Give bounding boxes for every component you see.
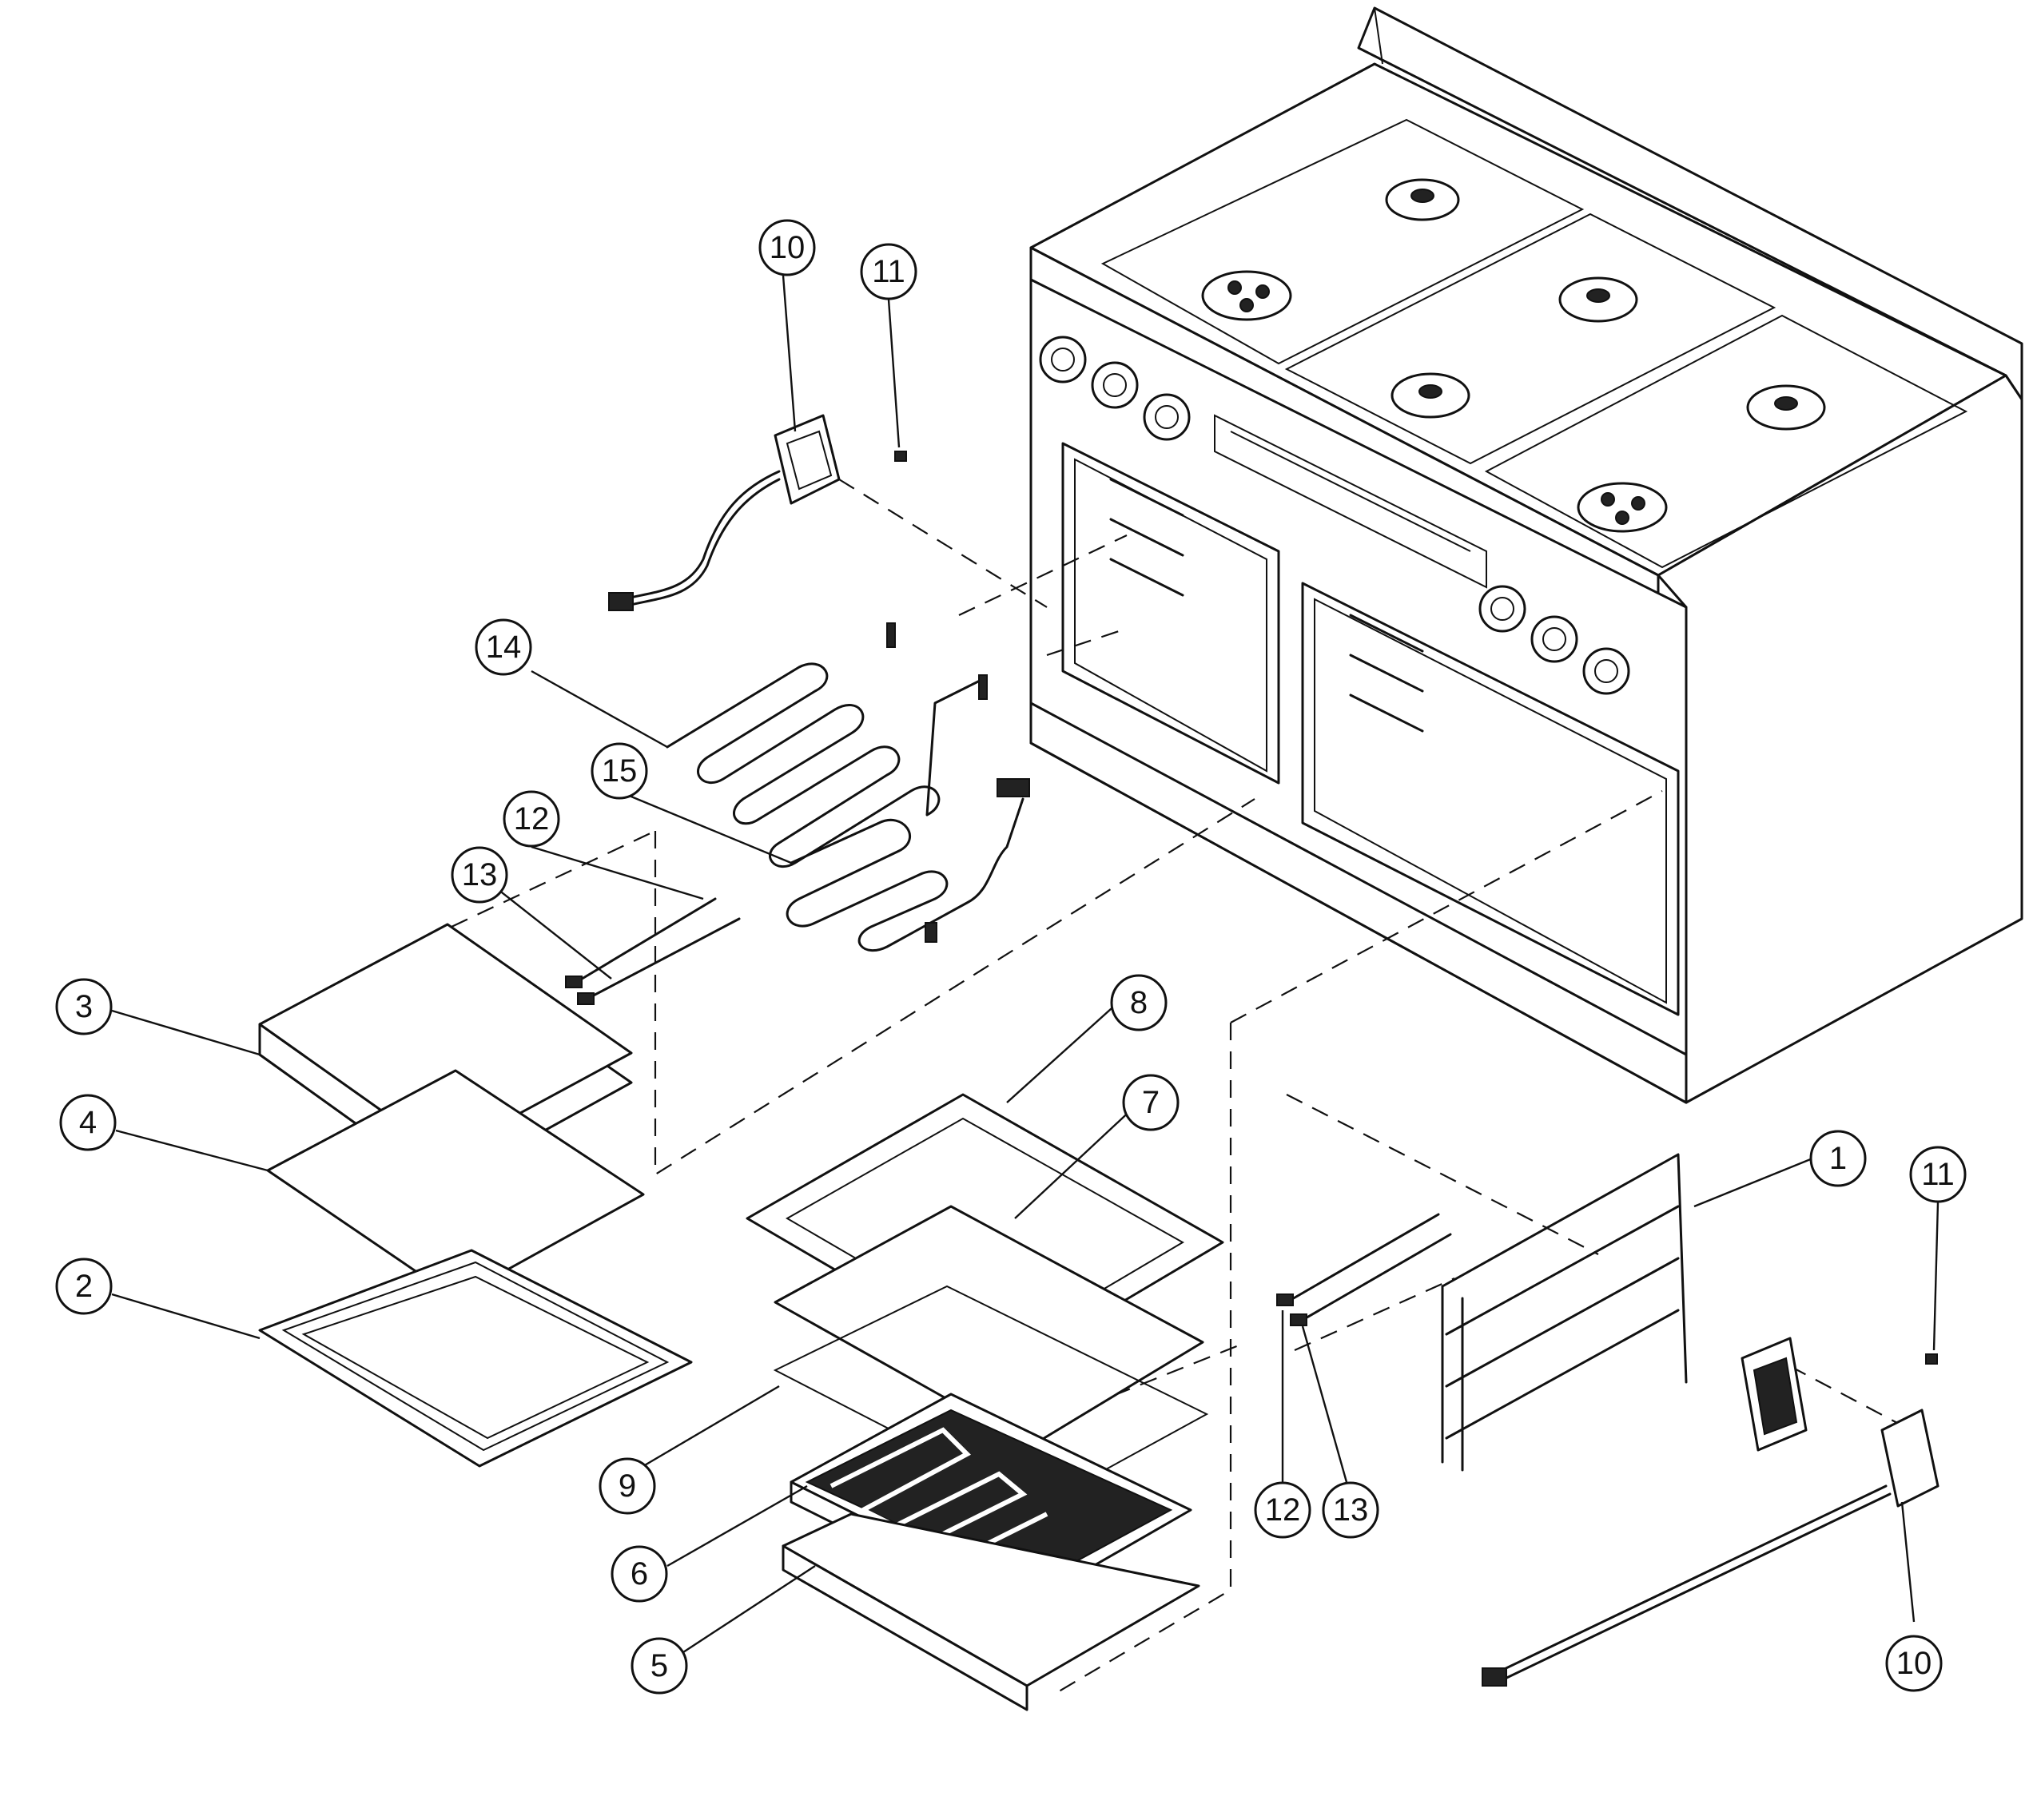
callout-label: 3 bbox=[75, 989, 93, 1024]
callout-label: 13 bbox=[1333, 1492, 1369, 1528]
control-knob bbox=[1091, 361, 1139, 409]
drip-tray bbox=[782, 1512, 1200, 1711]
callout-label: 8 bbox=[1130, 985, 1148, 1020]
burner bbox=[1385, 178, 1460, 221]
callout-label: 7 bbox=[1142, 1085, 1160, 1120]
burner bbox=[1577, 482, 1668, 533]
control-knob bbox=[1530, 615, 1578, 663]
terminal-block-upper bbox=[608, 414, 841, 611]
callout-circle bbox=[503, 790, 560, 848]
burner bbox=[1201, 270, 1292, 321]
callout-10: 10 bbox=[1885, 1635, 1943, 1692]
callout-circle bbox=[1122, 1074, 1180, 1131]
callout-circle bbox=[55, 978, 113, 1035]
burner bbox=[1746, 384, 1826, 431]
oven-bottom-tray bbox=[258, 1249, 693, 1468]
callout-15: 15 bbox=[591, 742, 648, 800]
callout-circle bbox=[1885, 1635, 1943, 1692]
callout-circle bbox=[631, 1637, 688, 1695]
callout-label: 13 bbox=[462, 857, 498, 892]
bake-element bbox=[786, 778, 1030, 952]
control-panel-display bbox=[1214, 414, 1487, 589]
callout-circle bbox=[1322, 1481, 1379, 1539]
callout-circle bbox=[475, 618, 532, 676]
callout-circle bbox=[1110, 974, 1168, 1031]
callout-circle bbox=[1809, 1130, 1867, 1187]
control-knob bbox=[1582, 647, 1630, 695]
callout-label: 11 bbox=[1921, 1157, 1955, 1192]
callout-circle bbox=[55, 1258, 113, 1315]
callout-9: 9 bbox=[599, 1457, 656, 1515]
callout-6: 6 bbox=[611, 1545, 668, 1603]
callout-label: 1 bbox=[1829, 1141, 1847, 1176]
callout-10: 10 bbox=[758, 219, 816, 276]
callout-circle bbox=[758, 219, 816, 276]
callout-label: 12 bbox=[1265, 1492, 1301, 1528]
control-knob bbox=[1039, 336, 1087, 383]
leader-lines bbox=[111, 275, 1940, 1654]
callout-4: 4 bbox=[59, 1094, 117, 1151]
wire-lead-upper bbox=[565, 897, 741, 1005]
callout-label: 11 bbox=[872, 254, 905, 289]
clip-lower bbox=[1925, 1353, 1938, 1365]
callout-7: 7 bbox=[1122, 1074, 1180, 1131]
clip-upper bbox=[894, 451, 907, 462]
burner bbox=[1558, 276, 1638, 323]
oven-cavity-left bbox=[1061, 442, 1280, 785]
callout-label: 5 bbox=[650, 1648, 668, 1683]
callout-circle bbox=[1254, 1481, 1311, 1539]
callout-1: 1 bbox=[1809, 1130, 1867, 1187]
rack-support bbox=[1441, 1153, 1688, 1472]
callout-13: 13 bbox=[1322, 1481, 1379, 1539]
wire-lead-lower bbox=[1276, 1213, 1452, 1326]
control-knob bbox=[1143, 393, 1191, 441]
callout-label: 14 bbox=[486, 630, 522, 665]
callout-12: 12 bbox=[1254, 1481, 1311, 1539]
callout-3: 3 bbox=[55, 978, 113, 1035]
callout-label: 4 bbox=[79, 1105, 97, 1140]
callout-label: 6 bbox=[631, 1556, 648, 1592]
oven-cavity-right bbox=[1301, 582, 1680, 1016]
callout-11: 11 bbox=[1909, 1146, 1967, 1203]
callout-label: 10 bbox=[770, 230, 806, 265]
callout-circle bbox=[860, 243, 917, 300]
callout-label: 9 bbox=[619, 1468, 636, 1504]
oven-bottom-sheet bbox=[266, 1069, 645, 1300]
callout-label: 2 bbox=[75, 1269, 93, 1304]
callout-label: 10 bbox=[1896, 1646, 1932, 1681]
callout-label: 12 bbox=[514, 801, 550, 836]
callout-11: 11 bbox=[860, 243, 917, 300]
callout-5: 5 bbox=[631, 1637, 688, 1695]
callout-13: 13 bbox=[451, 846, 508, 904]
callout-circle bbox=[1909, 1146, 1967, 1203]
burner bbox=[1390, 372, 1470, 419]
callout-8: 8 bbox=[1110, 974, 1168, 1031]
terminal-block-lower bbox=[1482, 1409, 1940, 1687]
callout-circle bbox=[599, 1457, 656, 1515]
assembly-lines bbox=[450, 479, 1927, 1695]
callout-circle bbox=[611, 1545, 668, 1603]
callout-label: 15 bbox=[602, 753, 638, 789]
callout-14: 14 bbox=[475, 618, 532, 676]
terminal-gasket bbox=[1741, 1337, 1808, 1452]
control-knob bbox=[1478, 585, 1526, 633]
callout-circle bbox=[59, 1094, 117, 1151]
callout-2: 2 bbox=[55, 1258, 113, 1315]
callout-12: 12 bbox=[503, 790, 560, 848]
broil-element bbox=[666, 622, 988, 868]
range-body bbox=[1029, 6, 2023, 1104]
callout-circle bbox=[451, 846, 508, 904]
callout-circle bbox=[591, 742, 648, 800]
